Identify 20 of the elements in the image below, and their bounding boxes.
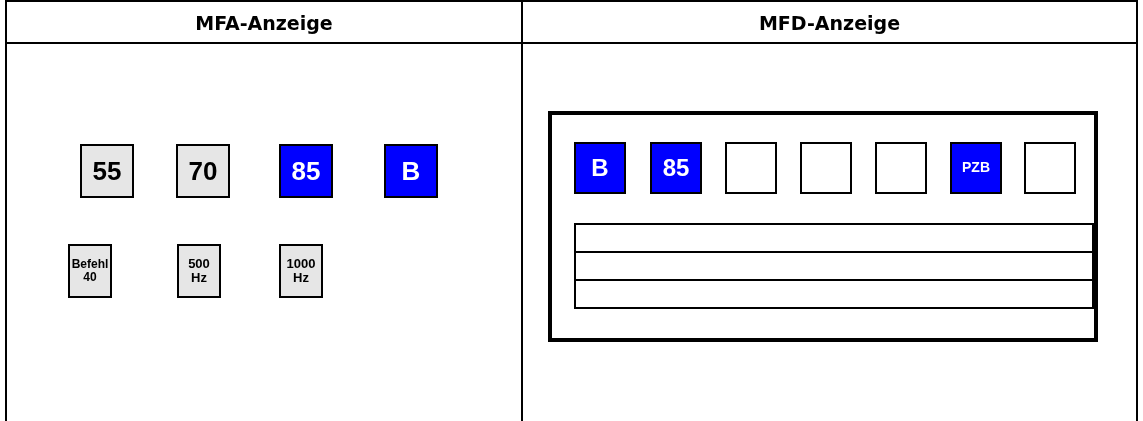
text-line-bar bbox=[574, 223, 1094, 253]
column-heading: MFD-Anzeige bbox=[757, 11, 902, 36]
indicator-box: 70 bbox=[176, 144, 230, 198]
indicator-box: 1000 Hz bbox=[279, 244, 323, 298]
empty-indicator-box bbox=[1024, 142, 1076, 194]
column-heading: MFA-Anzeige bbox=[194, 11, 334, 36]
text-line-bar bbox=[574, 279, 1094, 309]
indicator-box: B bbox=[574, 142, 626, 194]
empty-indicator-box bbox=[875, 142, 927, 194]
indicator-box: 500 Hz bbox=[177, 244, 221, 298]
empty-indicator-box bbox=[725, 142, 777, 194]
indicator-box: PZB bbox=[950, 142, 1002, 194]
indicator-box: 55 bbox=[80, 144, 134, 198]
display-frame bbox=[548, 111, 1098, 342]
indicator-box: Befehl 40 bbox=[68, 244, 112, 298]
empty-indicator-box bbox=[800, 142, 852, 194]
indicator-box: 85 bbox=[279, 144, 333, 198]
indicator-box: B bbox=[384, 144, 438, 198]
indicator-box: 85 bbox=[650, 142, 702, 194]
text-line-bar bbox=[574, 251, 1094, 281]
